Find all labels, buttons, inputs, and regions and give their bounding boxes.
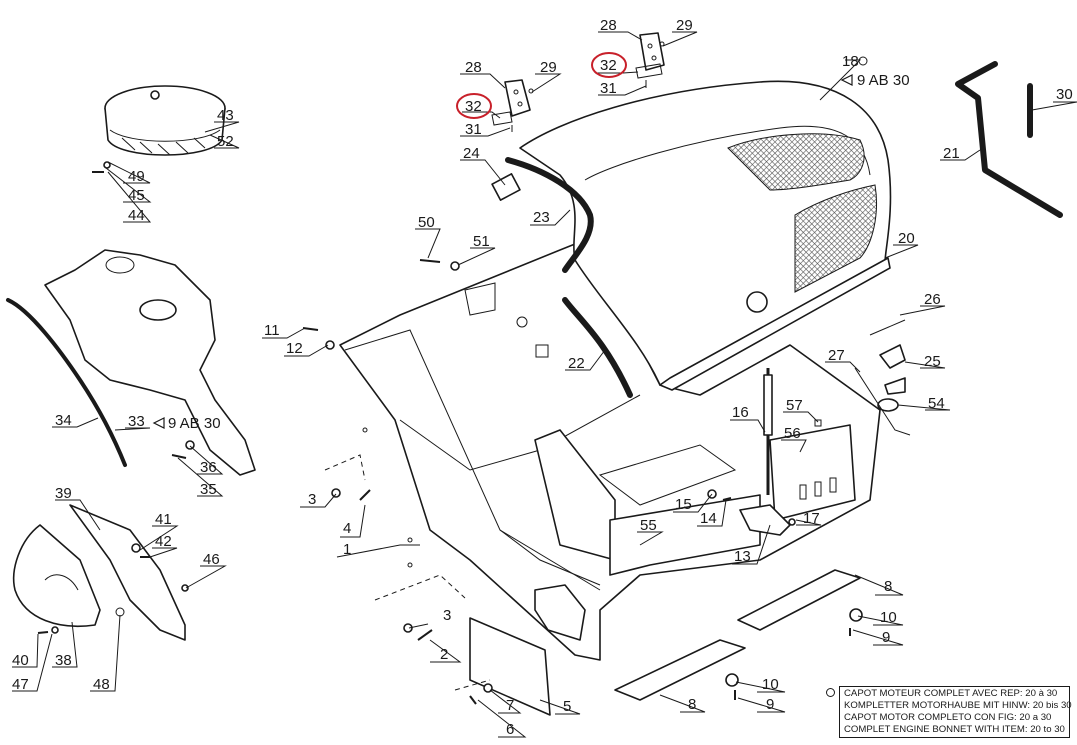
callout-54: 54: [928, 395, 945, 412]
callout-18: 18: [842, 53, 859, 70]
callout-13: 13: [734, 548, 751, 565]
callout-20: 20: [898, 230, 915, 247]
callout-35: 35: [200, 481, 217, 498]
callout-39: 39: [55, 485, 72, 502]
callout-43: 43: [217, 107, 234, 124]
callout-27: 27: [828, 347, 845, 364]
triangle-pointer-icon: [152, 417, 165, 429]
circle-marker-icon: [858, 56, 868, 66]
callout-28-left: 28: [465, 59, 482, 76]
highlight-ring-32-right: [591, 52, 627, 78]
callout-48: 48: [93, 676, 110, 693]
callout-52: 52: [217, 133, 234, 150]
callout-3-lower: 3: [443, 607, 451, 624]
callout-25: 25: [924, 353, 941, 370]
callout-16: 16: [732, 404, 749, 421]
note-18-text: 9 AB 30: [857, 72, 910, 89]
callout-29-right: 29: [676, 17, 693, 34]
callout-7: 7: [506, 697, 514, 714]
callout-3-upper: 3: [308, 491, 316, 508]
callout-12: 12: [286, 340, 303, 357]
callout-5: 5: [563, 698, 571, 715]
callout-34: 34: [55, 412, 72, 429]
callout-23: 23: [533, 209, 550, 226]
highlight-ring-32-left: [456, 93, 492, 119]
callout-57: 57: [786, 397, 803, 414]
callout-56: 56: [784, 425, 801, 442]
support-bars-drawing: [614, 569, 861, 701]
callout-14: 14: [700, 510, 717, 527]
air-filter-drawing: [104, 85, 226, 156]
engine-enclosure-drawing: [339, 239, 881, 661]
highlight-rings: [456, 52, 627, 119]
callout-labels: 1 2 3 3 4 5 6 7 8 8 9 9 10 10 11 12 13 1…: [12, 17, 1073, 738]
reference-note-33: 9 AB 30: [152, 415, 221, 432]
callout-32-right: 32: [600, 57, 617, 74]
callout-31-left: 31: [465, 121, 482, 138]
callout-38: 38: [55, 652, 72, 669]
callout-15: 15: [675, 496, 692, 513]
callout-11: 11: [264, 322, 280, 339]
callout-22: 22: [568, 355, 585, 372]
callout-49: 49: [128, 168, 145, 185]
callout-1: 1: [343, 541, 351, 558]
legend-circle-icon: [826, 688, 835, 697]
side-panel-drawing: [6, 249, 256, 476]
callout-8-lower: 8: [688, 696, 696, 713]
callout-9-lower: 9: [766, 696, 774, 713]
callout-28-right: 28: [600, 17, 617, 34]
callout-42: 42: [155, 533, 172, 550]
hinge-left-drawing: [491, 79, 534, 132]
callout-45: 45: [128, 187, 145, 204]
fasteners-drawing: [37, 161, 863, 705]
callout-30: 30: [1056, 86, 1073, 103]
callout-10-upper: 10: [880, 609, 897, 626]
fan-cowl-drawing: [13, 504, 186, 641]
callout-17: 17: [803, 510, 820, 527]
callout-41: 41: [155, 511, 172, 528]
callout-46: 46: [203, 551, 220, 568]
callout-4: 4: [343, 520, 351, 537]
callout-2: 2: [440, 646, 448, 663]
callout-51: 51: [473, 233, 490, 250]
hinge-right-drawing: [635, 32, 665, 88]
reference-note-18: 9 AB 30: [840, 56, 910, 89]
callout-10-lower: 10: [762, 676, 779, 693]
callout-47: 47: [12, 676, 29, 693]
callout-8-upper: 8: [884, 578, 892, 595]
legend-line-de: KOMPLETTER MOTORHAUBE MIT HINW: 20 bis 3…: [844, 700, 1072, 711]
callout-29-left: 29: [540, 59, 557, 76]
assembly-legend: CAPOT MOTEUR COMPLET AVEC REP: 20 à 30 K…: [839, 686, 1072, 738]
seal-strips-drawing: [491, 157, 633, 398]
callout-26: 26: [924, 291, 941, 308]
legend-line-en: COMPLET ENGINE BONNET WITH ITEM: 20 to 3…: [844, 724, 1065, 735]
callout-9-upper: 9: [882, 629, 890, 646]
callout-55: 55: [640, 517, 657, 534]
callout-44: 44: [128, 207, 145, 224]
gas-strut-drawing: [739, 319, 911, 536]
bonnet-drawing: [519, 80, 892, 391]
callout-40: 40: [12, 652, 29, 669]
callout-33: 33: [128, 413, 145, 430]
callout-21: 21: [943, 145, 960, 162]
triangle-pointer-icon: [840, 74, 853, 86]
callout-leaders: [12, 31, 1077, 738]
callout-24: 24: [463, 145, 480, 162]
callout-6: 6: [506, 721, 514, 738]
handle-drawing: [955, 61, 1063, 218]
cover-plate-drawing: [469, 617, 551, 716]
legend-line-es: CAPOT MOTOR COMPLETO CON FIG: 20 a 30: [844, 712, 1052, 723]
note-33-text: 9 AB 30: [168, 415, 221, 432]
callout-31-right: 31: [600, 80, 617, 97]
assembly-lines: [324, 454, 491, 691]
callout-50: 50: [418, 214, 435, 231]
legend-line-fr: CAPOT MOTEUR COMPLET AVEC REP: 20 à 30: [844, 688, 1058, 699]
callout-32-left: 32: [465, 98, 482, 115]
callout-36: 36: [200, 459, 217, 476]
